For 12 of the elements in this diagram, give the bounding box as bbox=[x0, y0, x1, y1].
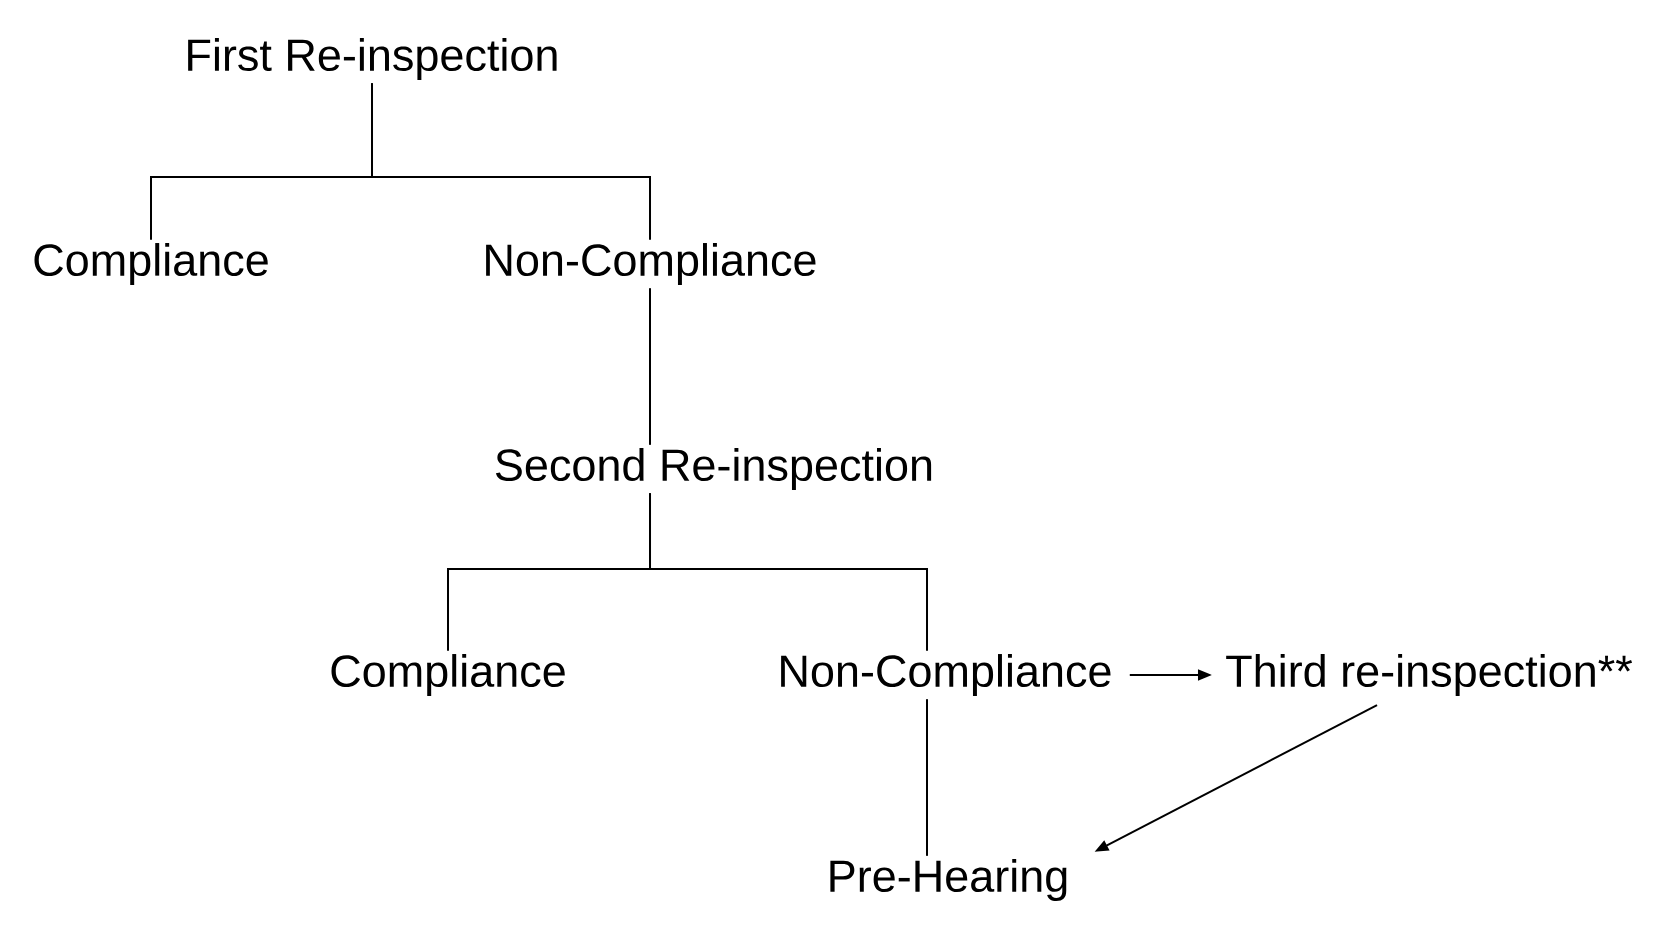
connector-line bbox=[926, 698, 928, 857]
step-label: Compliance bbox=[331, 654, 565, 696]
step-label: Third re-inspection** bbox=[1226, 654, 1633, 696]
step-label: Compliance bbox=[34, 243, 268, 285]
connector-line bbox=[649, 492, 928, 652]
step-label: First Re-inspection bbox=[188, 38, 557, 80]
step-label: Non-Compliance bbox=[486, 243, 816, 285]
step-label: Second Re-inspection bbox=[495, 448, 932, 490]
connector-line bbox=[649, 287, 651, 446]
connector-line bbox=[371, 82, 651, 241]
step-label: Pre-Hearing bbox=[830, 859, 1067, 901]
step-label: Non-Compliance bbox=[781, 654, 1111, 696]
